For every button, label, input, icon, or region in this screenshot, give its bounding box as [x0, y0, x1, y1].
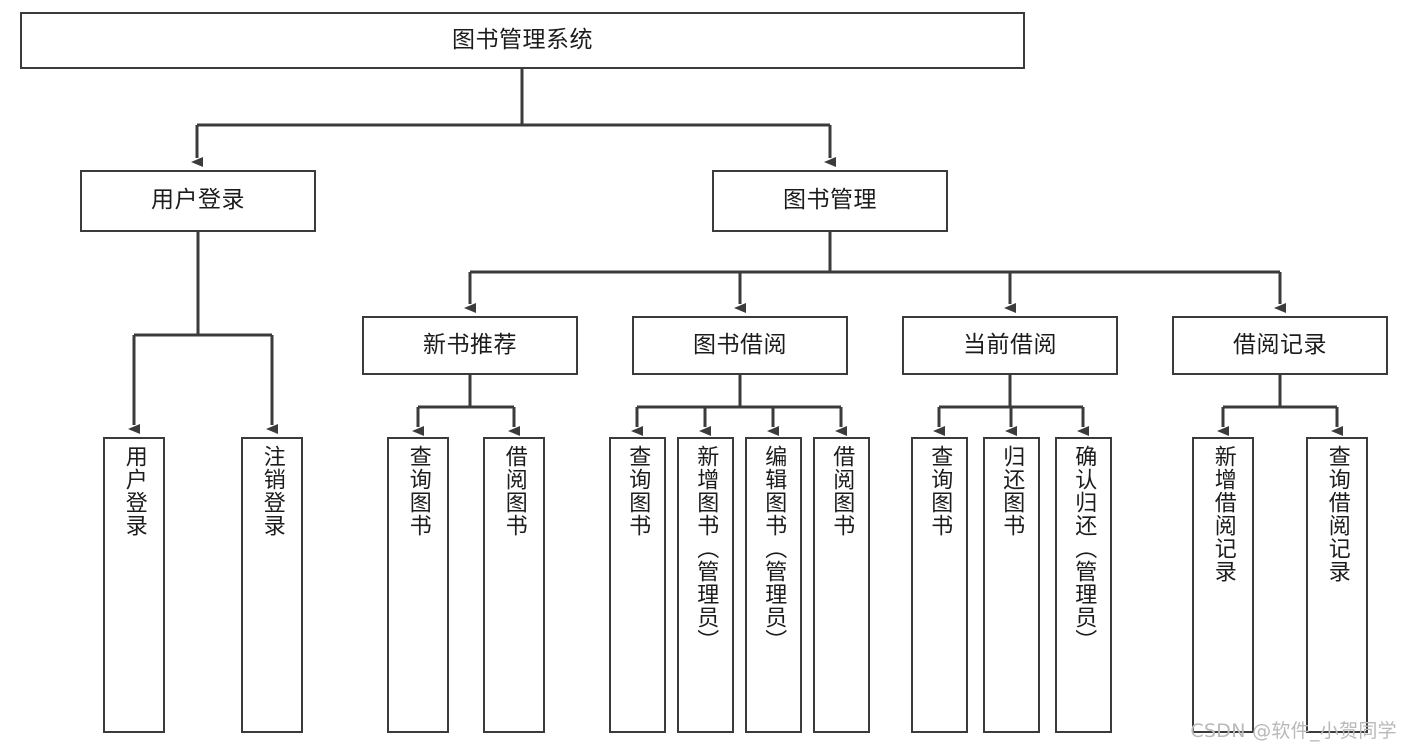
node-leaf-borrow-book-2[interactable]: 借阅图书	[813, 437, 870, 733]
node-leaf-confirm-return-admin-label: 确认归还（管理员）	[1071, 445, 1097, 652]
node-leaf-edit-book-admin-label: 编辑图书（管理员）	[761, 445, 787, 652]
node-leaf-query-book-1[interactable]: 查询图书	[387, 437, 449, 733]
node-leaf-confirm-return-admin[interactable]: 确认归还（管理员）	[1055, 437, 1112, 733]
node-leaf-query-book-3-label: 查询图书	[927, 445, 953, 537]
node-user-login-label: 用户登录	[151, 187, 245, 214]
node-leaf-query-book-2-label: 查询图书	[625, 445, 651, 537]
node-leaf-borrow-book-1-label: 借阅图书	[501, 445, 527, 537]
node-leaf-query-borrow-record[interactable]: 查询借阅记录	[1306, 437, 1368, 733]
node-leaf-borrow-book-2-label: 借阅图书	[829, 445, 855, 537]
node-leaf-return-book[interactable]: 归还图书	[983, 437, 1040, 733]
node-leaf-add-borrow-record[interactable]: 新增借阅记录	[1192, 437, 1254, 733]
csdn-watermark: CSDN @软件_小贺同学	[1190, 720, 1397, 742]
node-borrow-record[interactable]: 借阅记录	[1172, 316, 1388, 375]
node-leaf-add-book-admin-label: 新增图书（管理员）	[693, 445, 719, 652]
node-root[interactable]: 图书管理系统	[20, 12, 1025, 69]
node-book-manage[interactable]: 图书管理	[712, 170, 948, 232]
node-user-login[interactable]: 用户登录	[80, 170, 316, 232]
node-leaf-edit-book-admin[interactable]: 编辑图书（管理员）	[745, 437, 802, 733]
node-leaf-add-book-admin[interactable]: 新增图书（管理员）	[677, 437, 734, 733]
node-leaf-query-borrow-record-label: 查询借阅记录	[1324, 445, 1350, 583]
node-leaf-user-login-label: 用户登录	[121, 445, 147, 537]
node-borrow-record-label: 借阅记录	[1233, 331, 1327, 358]
node-leaf-add-borrow-record-label: 新增借阅记录	[1210, 445, 1236, 583]
node-leaf-user-login[interactable]: 用户登录	[103, 437, 165, 733]
node-book-borrow-label: 图书借阅	[693, 331, 787, 358]
node-book-borrow[interactable]: 图书借阅	[632, 316, 848, 375]
node-leaf-borrow-book-1[interactable]: 借阅图书	[483, 437, 545, 733]
node-current-borrow-label: 当前借阅	[963, 331, 1057, 358]
node-current-borrow[interactable]: 当前借阅	[902, 316, 1118, 375]
node-leaf-user-logout-label: 注销登录	[259, 445, 285, 537]
node-leaf-query-book-1-label: 查询图书	[405, 445, 431, 537]
node-leaf-query-book-2[interactable]: 查询图书	[609, 437, 666, 733]
node-root-label: 图书管理系统	[452, 26, 593, 53]
node-new-book-recommend[interactable]: 新书推荐	[362, 316, 578, 375]
node-leaf-user-logout[interactable]: 注销登录	[241, 437, 303, 733]
node-leaf-return-book-label: 归还图书	[999, 445, 1025, 537]
node-book-manage-label: 图书管理	[783, 187, 877, 214]
node-leaf-query-book-3[interactable]: 查询图书	[911, 437, 968, 733]
node-new-book-recommend-label: 新书推荐	[423, 331, 517, 358]
